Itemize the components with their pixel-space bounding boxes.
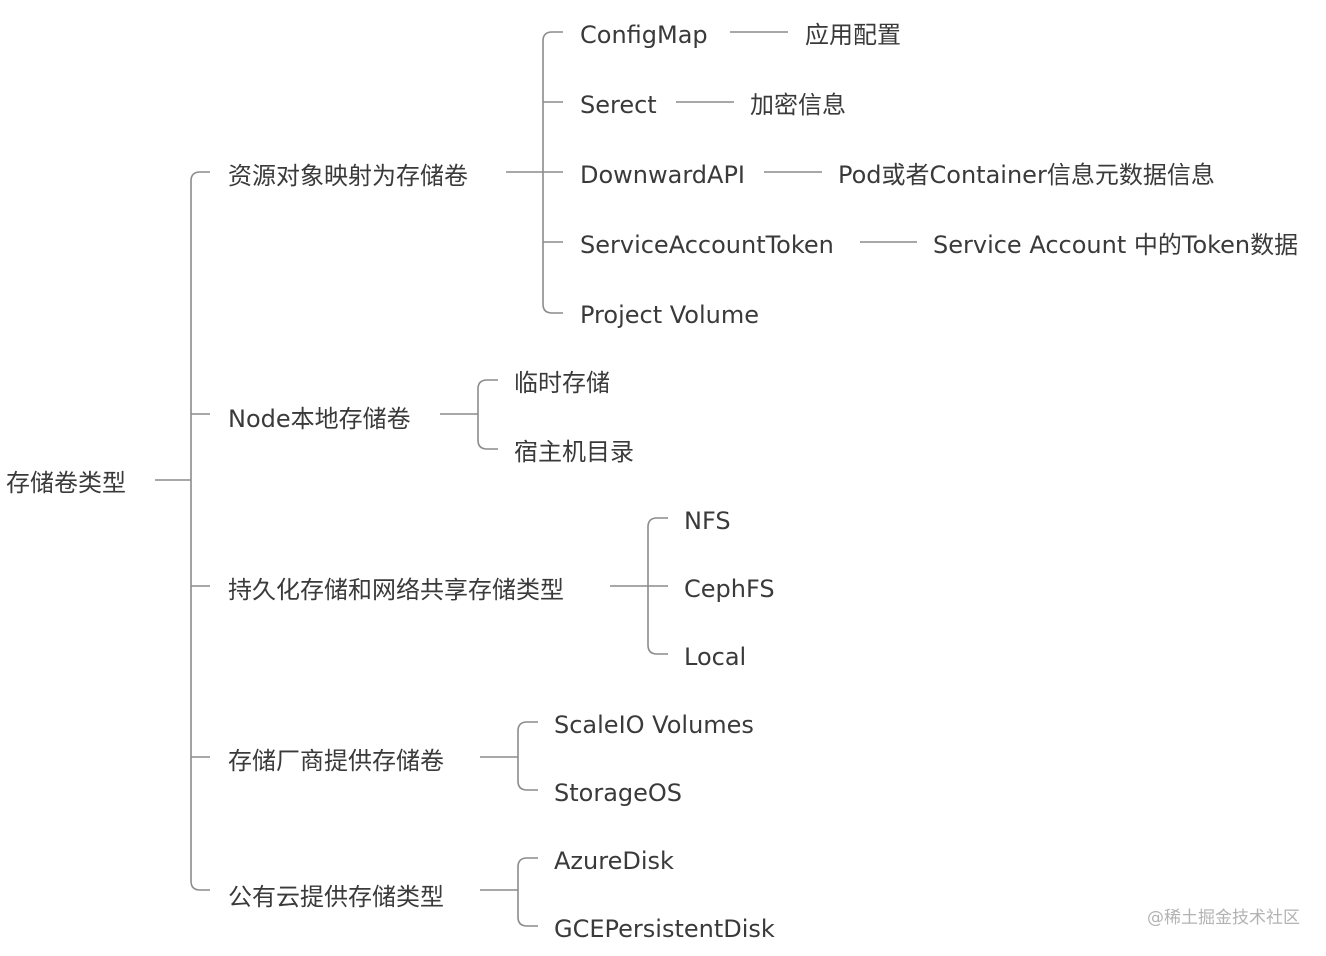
note-serviceaccounttoken: Service Account 中的Token数据	[933, 231, 1299, 259]
leaf-temporary-storage: 临时存储	[514, 369, 610, 397]
note-downwardapi: Pod或者Container信息元数据信息	[838, 161, 1215, 189]
note-serect: 加密信息	[750, 91, 846, 119]
branch-node-local: Node本地存储卷	[228, 405, 411, 433]
leaf-storageos: StorageOS	[554, 779, 683, 807]
leaf-downwardapi: DownwardAPI	[580, 161, 745, 189]
leaf-project-volume: Project Volume	[580, 301, 760, 329]
leaf-azuredisk: AzureDisk	[554, 847, 674, 875]
leaf-local: Local	[684, 643, 747, 671]
watermark: @稀土掘金技术社区	[1147, 908, 1300, 928]
leaf-serect: Serect	[580, 91, 657, 119]
leaf-configmap: ConfigMap	[580, 21, 708, 49]
branch-public-cloud: 公有云提供存储类型	[228, 883, 444, 911]
leaf-host-directory: 宿主机目录	[514, 438, 634, 466]
root-node: 存储卷类型	[6, 469, 126, 497]
branch-persistent-network: 持久化存储和网络共享存储类型	[228, 576, 564, 604]
leaf-cephfs: CephFS	[684, 575, 775, 603]
leaf-gcepersistentdisk: GCEPersistentDisk	[554, 915, 775, 943]
leaf-scaleio-volumes: ScaleIO Volumes	[554, 711, 754, 739]
leaf-nfs: NFS	[684, 507, 731, 535]
leaf-serviceaccounttoken: ServiceAccountToken	[580, 231, 834, 259]
note-configmap: 应用配置	[805, 21, 901, 49]
branch-vendor-volumes: 存储厂商提供存储卷	[228, 747, 444, 775]
branch-resource-mapping: 资源对象映射为存储卷	[228, 162, 468, 190]
